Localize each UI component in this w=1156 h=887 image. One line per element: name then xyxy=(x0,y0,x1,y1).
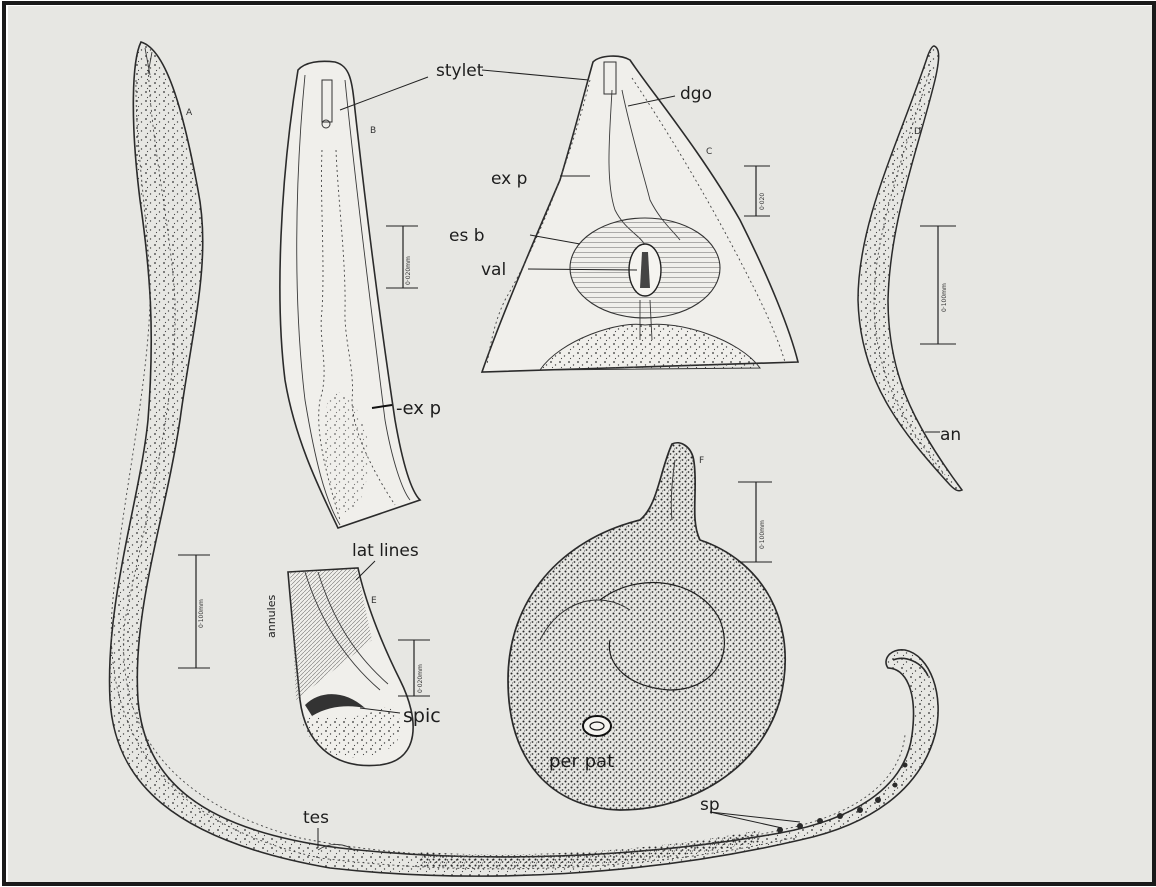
panel-letter-f: F xyxy=(699,456,704,466)
scale-label-d: 0·100mm xyxy=(941,283,948,312)
panel-letter-b: B xyxy=(370,126,376,136)
label-lat-lines: lat lines xyxy=(352,541,419,561)
scale-label-b: 0·020mm xyxy=(405,256,412,285)
label-stylet: stylet xyxy=(436,61,484,81)
label-sp: sp xyxy=(700,795,720,815)
panel-letter-a: A xyxy=(186,108,193,118)
label-val: val xyxy=(481,260,506,280)
label-annules: annules xyxy=(265,595,278,638)
scale-label-f: 0·100mm xyxy=(759,520,766,549)
panel-letter-d: D xyxy=(914,127,921,137)
figure-f-perineal-pattern xyxy=(583,716,611,736)
scale-label-c: 0·020 xyxy=(759,193,766,210)
label-spic: spic xyxy=(403,705,441,727)
label-exp-b: -ex p xyxy=(396,398,441,419)
label-per-pat: per pat xyxy=(549,751,614,772)
label-dgo: dgo xyxy=(680,84,712,104)
scale-label-e: 0·020mm xyxy=(417,664,424,693)
panel-letter-e: E xyxy=(371,596,377,606)
scale-label-a: 0·100mm xyxy=(198,599,205,628)
panel-letter-c: C xyxy=(706,147,712,157)
label-an: an xyxy=(940,425,961,445)
label-esb: es b xyxy=(449,226,485,246)
label-exp-c: ex p xyxy=(491,169,527,189)
label-tes: tes xyxy=(303,808,329,828)
